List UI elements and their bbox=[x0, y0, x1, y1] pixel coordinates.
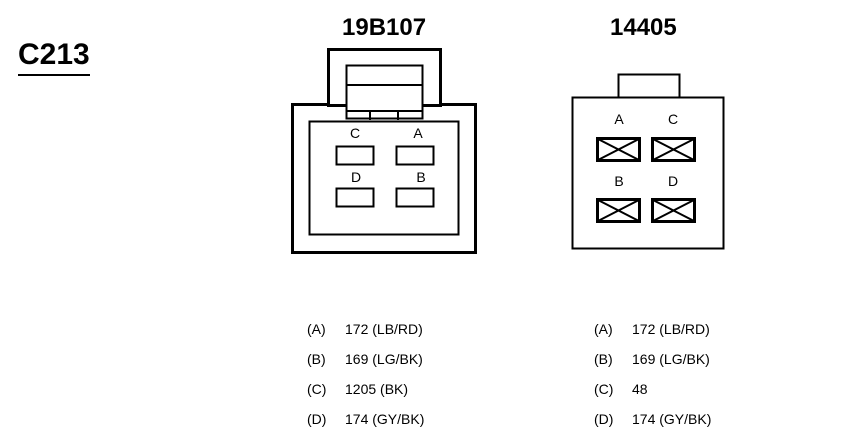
left-housing-outer bbox=[291, 103, 477, 254]
left-cavity-labels: C A D B bbox=[350, 125, 426, 185]
right-pin-row: (B) 169 (LG/BK) bbox=[594, 344, 711, 374]
left-part-number: 19B107 bbox=[342, 14, 427, 41]
right-latch bbox=[617, 73, 681, 100]
left-cavity-b bbox=[395, 187, 435, 208]
pin-id: (C) bbox=[307, 381, 327, 397]
right-cavity-b bbox=[596, 198, 641, 223]
pin-id: (B) bbox=[594, 351, 613, 367]
right-cavity-labels: A C B D bbox=[614, 111, 678, 189]
left-label-b: B bbox=[416, 169, 425, 185]
right-pin-row: (A) 172 (LB/RD) bbox=[594, 314, 711, 344]
left-pin-row: (A) 172 (LB/RD) bbox=[307, 314, 424, 344]
right-label-b: B bbox=[614, 173, 623, 189]
left-pin-list: (A) 172 (LB/RD) (B) 169 (LG/BK) (C) 1205 (B… bbox=[307, 314, 424, 434]
left-label-a: A bbox=[413, 125, 423, 141]
left-pin-row: (D) 174 (GY/BK) bbox=[307, 404, 424, 434]
wire-desc: 48 bbox=[632, 381, 648, 397]
wire-desc: 174 (GY/BK) bbox=[632, 411, 712, 427]
right-cavity-d bbox=[651, 198, 696, 223]
left-housing-inner bbox=[308, 120, 460, 236]
wire-desc: 169 (LG/BK) bbox=[345, 351, 423, 367]
left-connector bbox=[291, 48, 477, 254]
pin-id: (D) bbox=[594, 411, 614, 427]
left-pin-row: (C) 1205 (BK) bbox=[307, 374, 424, 404]
pin-id: (A) bbox=[594, 321, 613, 337]
right-pin-row: (C) 48 bbox=[594, 374, 711, 404]
right-connector bbox=[571, 73, 725, 250]
right-label-d: D bbox=[668, 173, 678, 189]
right-pin-row: (D) 174 (GY/BK) bbox=[594, 404, 711, 434]
left-pin-row: (B) 169 (LG/BK) bbox=[307, 344, 424, 374]
pin-id: (D) bbox=[307, 411, 327, 427]
right-part-number: 14405 bbox=[610, 14, 677, 41]
pin-id: (B) bbox=[307, 351, 326, 367]
left-label-c: C bbox=[350, 125, 360, 141]
connector-id: C213 bbox=[18, 38, 90, 76]
right-housing bbox=[571, 96, 725, 250]
wire-desc: 169 (LG/BK) bbox=[632, 351, 710, 367]
left-latch-inner bbox=[345, 64, 424, 120]
right-pin-list: (A) 172 (LB/RD) (B) 169 (LG/BK) (C) 48 (D) 1… bbox=[594, 314, 711, 434]
wire-desc: 172 (LB/RD) bbox=[632, 321, 710, 337]
wire-desc: 174 (GY/BK) bbox=[345, 411, 425, 427]
right-cavity-a bbox=[596, 137, 641, 162]
left-cavity-c bbox=[335, 145, 375, 166]
left-label-d: D bbox=[351, 169, 361, 185]
wire-desc: 172 (LB/RD) bbox=[345, 321, 423, 337]
wire-desc: 1205 (BK) bbox=[345, 381, 409, 397]
left-cavity-d bbox=[335, 187, 375, 208]
right-label-a: A bbox=[614, 111, 624, 127]
right-label-c: C bbox=[668, 111, 678, 127]
pin-id: (A) bbox=[307, 321, 326, 337]
pin-id: (C) bbox=[594, 381, 614, 397]
right-cavity-c bbox=[651, 137, 696, 162]
left-cavity-a bbox=[395, 145, 435, 166]
